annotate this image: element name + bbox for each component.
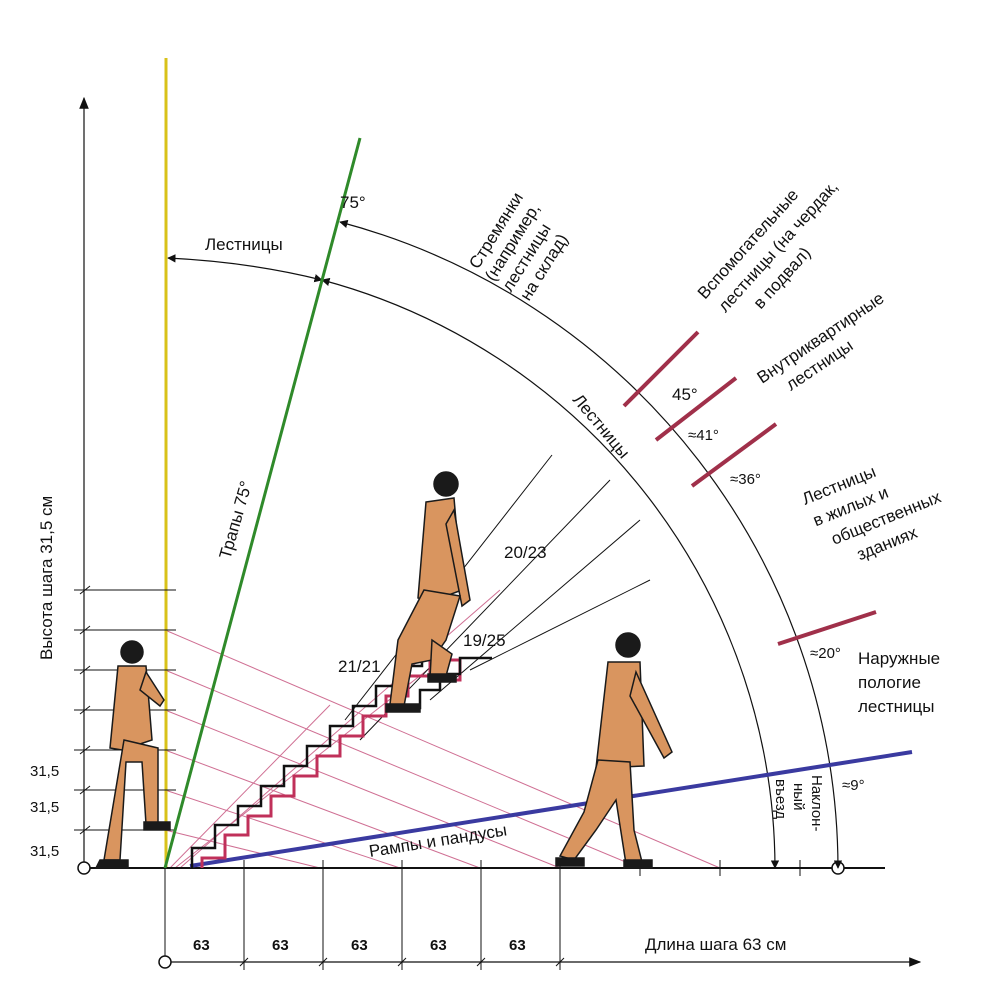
ladder-75-line bbox=[163, 137, 362, 869]
tread-label: 63 bbox=[430, 937, 447, 954]
top-ladders-arc bbox=[167, 254, 323, 283]
outer-arc bbox=[339, 219, 843, 869]
intra-apartment-label: Внутриквартирные лестницы bbox=[754, 288, 888, 394]
axis-origin-marker bbox=[158, 955, 172, 969]
svg-text:Наружные: Наружные bbox=[858, 649, 940, 668]
person-on-stairs bbox=[385, 471, 471, 713]
angle-markers bbox=[622, 330, 877, 646]
angle-label-9: ≈9° bbox=[842, 777, 865, 794]
angle-label-75: 75° bbox=[340, 193, 366, 212]
riser-label: 31,5 bbox=[30, 843, 59, 860]
stepladders-label: Стремянки (например, лестницы на склад) bbox=[465, 189, 572, 304]
angle-label-36: ≈36° bbox=[730, 471, 761, 488]
angle-label-20: ≈20° bbox=[810, 645, 841, 662]
svg-text:ный: ный bbox=[790, 783, 807, 810]
ratio-21-21: 21/21 bbox=[338, 657, 381, 676]
person-climbing-left bbox=[94, 640, 171, 869]
tread-label: 63 bbox=[193, 937, 210, 954]
staircase bbox=[190, 660, 424, 868]
tread-label: 63 bbox=[272, 937, 289, 954]
horizontal-ticks bbox=[239, 868, 565, 970]
origin-marker bbox=[77, 861, 91, 875]
svg-text:пологие: пологие bbox=[858, 673, 921, 692]
outdoor-label: Наружные пологие лестницы bbox=[858, 649, 940, 716]
svg-text:въезд: въезд bbox=[772, 779, 789, 819]
ramp-line bbox=[189, 750, 913, 868]
svg-text:Наклон-: Наклон- bbox=[808, 775, 825, 831]
angle-label-45: 45° bbox=[672, 385, 698, 404]
riser-label: 31,5 bbox=[30, 763, 59, 780]
auxiliary-stairs-label: Вспомогательные лестницы (на чердак, в п… bbox=[694, 177, 842, 316]
tread-label: 63 bbox=[351, 937, 368, 954]
angle-label-41: ≈41° bbox=[688, 427, 719, 444]
tread-label: 63 bbox=[509, 937, 526, 954]
ratio-19-25: 19/25 bbox=[463, 631, 506, 650]
inner-arc bbox=[321, 277, 780, 869]
incline-driveway-label: Наклон- ный въезд bbox=[772, 775, 825, 831]
ratio-20-23: 20/23 bbox=[504, 543, 547, 562]
residential-label: Лестницы в жилых и общественных зданиях bbox=[799, 462, 944, 564]
ladders-label-arc: Лестницы bbox=[569, 390, 634, 462]
vertical-axis-label: Высота шага 31,5 см bbox=[37, 496, 56, 660]
svg-text:лестницы: лестницы bbox=[858, 697, 935, 716]
person-on-ramp bbox=[555, 632, 673, 869]
ladders-label-top: Лестницы bbox=[205, 235, 283, 254]
horizontal-axis-label: Длина шага 63 см bbox=[645, 935, 786, 954]
riser-label: 31,5 bbox=[30, 799, 59, 816]
